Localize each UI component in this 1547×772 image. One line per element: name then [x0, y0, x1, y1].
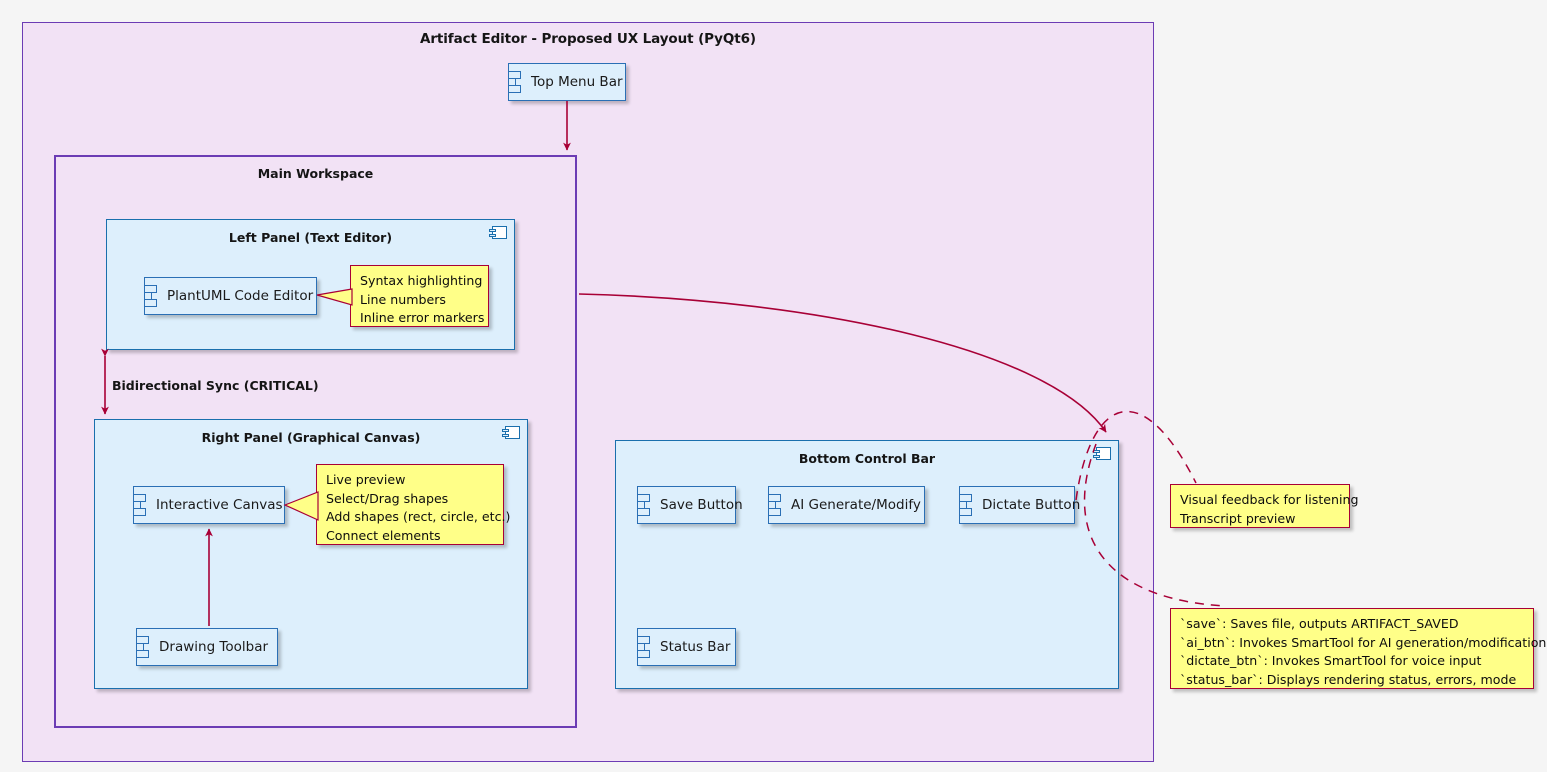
diagram-title: Artifact Editor - Proposed UX Layout (Py… — [420, 31, 756, 47]
note-line: Add shapes (rect, circle, etc.) — [326, 509, 511, 524]
component-label: PlantUML Code Editor — [167, 288, 314, 304]
component-tab-upper — [637, 494, 650, 502]
note-line: `status_bar`: Displays rendering status,… — [1180, 671, 1517, 687]
left-panel-title: Left Panel (Text Editor) — [228, 230, 393, 245]
note-line: Select/Drag shapes — [326, 490, 449, 506]
note-line: Line numbers — [360, 291, 446, 307]
component-tab-upper — [768, 494, 781, 502]
note-line: Syntax highlighting — [360, 273, 483, 288]
note-canvas-features: Live preview Select/Drag shapes Add shap… — [316, 464, 511, 545]
component-label: AI Generate/Modify — [791, 497, 921, 513]
note-fold-inner — [1521, 609, 1533, 621]
note-line: Live preview — [326, 472, 406, 487]
note-fold-inner — [476, 266, 488, 278]
component-status-bar[interactable]: Status Bar — [637, 628, 736, 666]
component-stem — [150, 290, 152, 302]
component-tab-upper — [136, 636, 149, 644]
component-tab-upper — [637, 636, 650, 644]
component-label: Status Bar — [660, 639, 731, 655]
note-fold-inner — [491, 465, 503, 477]
component-tab-lower — [637, 508, 650, 516]
note-line: `save`: Saves file, outputs ARTIFACT_SAV… — [1180, 616, 1459, 631]
edge-label-bidirectional-sync: Bidirectional Sync (CRITICAL) — [112, 378, 319, 393]
component-label: Save Button — [660, 497, 743, 513]
component-package-icon — [489, 226, 507, 239]
component-tab-upper — [959, 494, 972, 502]
note-line: Visual feedback for listening — [1180, 492, 1359, 507]
bottom-control-bar-title: Bottom Control Bar — [798, 451, 936, 466]
component-save-button[interactable]: Save Button — [637, 486, 743, 524]
main-workspace-title: Main Workspace — [257, 166, 374, 181]
note-line: Transcript preview — [1180, 510, 1296, 526]
component-package-icon — [1093, 447, 1111, 460]
component-stem — [142, 641, 144, 653]
component-label: Interactive Canvas — [156, 497, 283, 513]
component-stem — [774, 499, 776, 511]
note-text-editor-features: Syntax highlighting Line numbers Inline … — [350, 265, 489, 327]
note-line: `ai_btn`: Invokes SmartTool for AI gener… — [1180, 634, 1547, 650]
component-plantuml-code-editor[interactable]: PlantUML Code Editor — [144, 277, 317, 315]
note-line: Connect elements — [326, 527, 441, 543]
component-dictate-button[interactable]: Dictate Button — [959, 486, 1080, 524]
component-tab-lower — [144, 299, 157, 307]
component-tab-lower — [637, 650, 650, 658]
component-stem — [965, 499, 967, 511]
note-control-bindings: `save`: Saves file, outputs ARTIFACT_SAV… — [1170, 608, 1547, 689]
component-tab-upper — [144, 285, 157, 293]
note-line: Inline error markers — [360, 310, 485, 325]
component-stem — [643, 641, 645, 653]
component-ai-generate-modify-button[interactable]: AI Generate/Modify — [768, 486, 925, 524]
component-tab-lower — [136, 650, 149, 658]
component-stem — [514, 76, 516, 88]
component-tab-upper — [508, 71, 521, 79]
component-stem — [643, 499, 645, 511]
component-tab-lower — [768, 508, 781, 516]
component-tab-lower — [133, 508, 146, 516]
component-label: Dictate Button — [982, 497, 1081, 513]
component-top-menu-bar[interactable]: Top Menu Bar — [508, 63, 626, 101]
component-tab-lower — [959, 508, 972, 516]
component-drawing-toolbar[interactable]: Drawing Toolbar — [136, 628, 278, 666]
right-panel-title: Right Panel (Graphical Canvas) — [201, 430, 421, 445]
component-label: Top Menu Bar — [531, 74, 623, 90]
component-package-icon — [502, 426, 520, 439]
component-interactive-canvas[interactable]: Interactive Canvas — [133, 486, 285, 524]
note-line: `dictate_btn`: Invokes SmartTool for voi… — [1180, 653, 1482, 668]
component-tab-lower — [508, 85, 521, 93]
note-dictate-feedback: Visual feedback for listening Transcript… — [1170, 484, 1359, 528]
note-fold-inner — [1337, 485, 1349, 497]
component-stem — [139, 499, 141, 511]
component-label: Drawing Toolbar — [159, 639, 269, 655]
component-tab-upper — [133, 494, 146, 502]
